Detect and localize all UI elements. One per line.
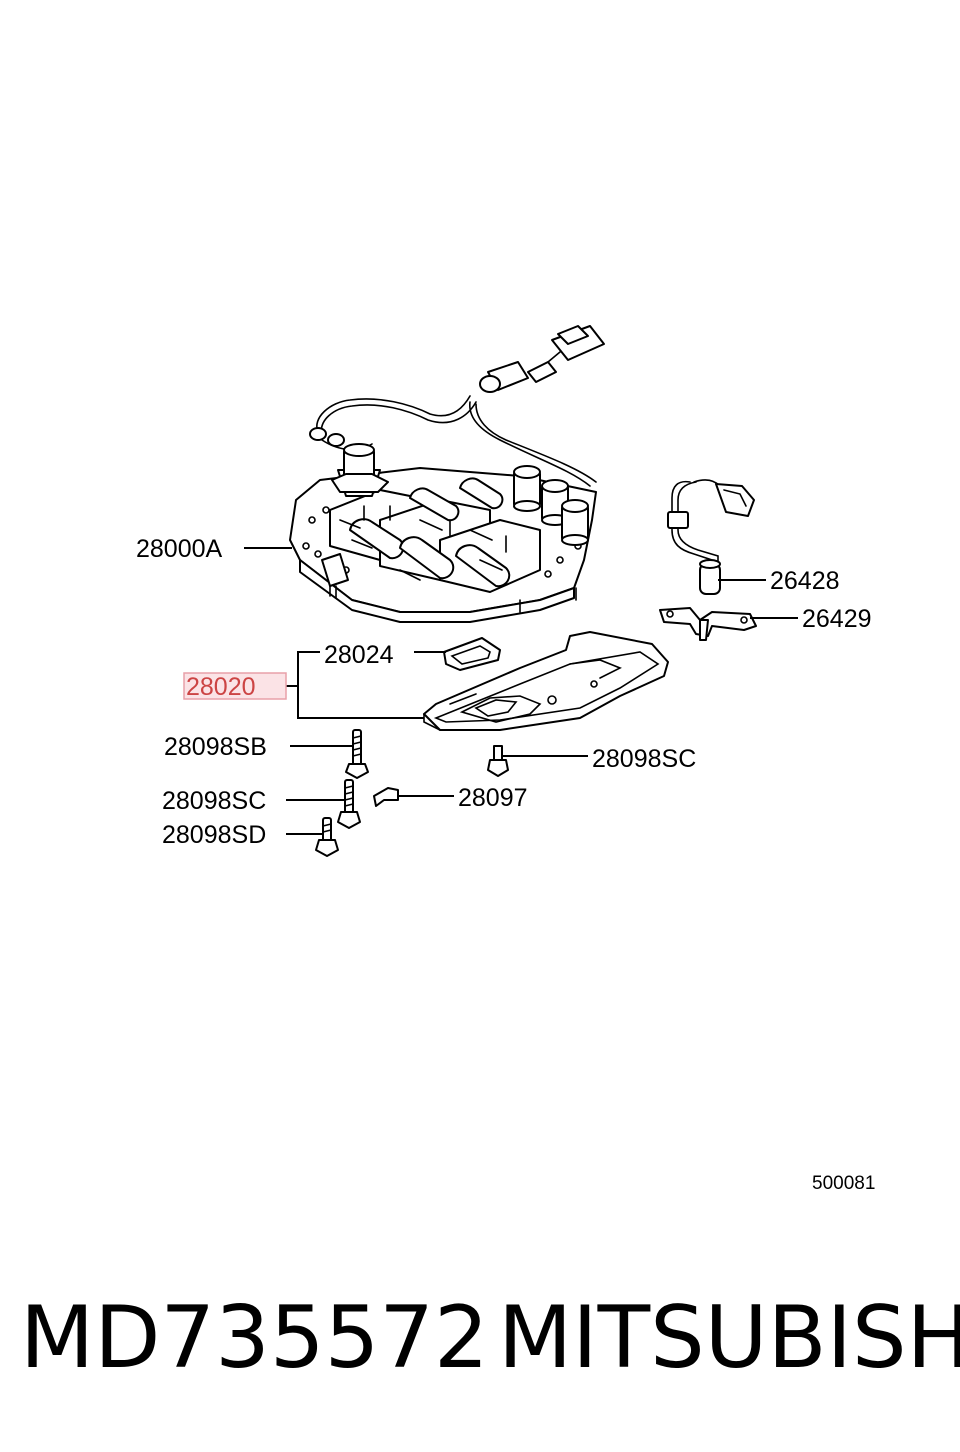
leader-lines — [244, 547, 798, 835]
diagram-code: 500081 — [812, 1173, 875, 1194]
sensor-drawing — [667, 479, 755, 595]
part-number: MD735572 — [20, 1288, 489, 1388]
label-clip: 28097 — [458, 784, 528, 812]
bolt-sc-left-drawing — [337, 779, 361, 829]
label-valve-body: 28000A — [136, 535, 223, 563]
bolt-sd-drawing — [315, 817, 339, 857]
clip-drawing — [373, 787, 399, 807]
label-gasket: 28024 — [324, 641, 394, 669]
label-bolt-sc-left: 28098SC — [162, 787, 266, 815]
highlight-box — [183, 672, 287, 700]
brand-name: MITSUBISHI — [498, 1288, 960, 1388]
valve-body-drawing — [289, 325, 605, 623]
gasket-drawing — [443, 637, 501, 671]
label-bolt-sb: 28098SB — [164, 733, 267, 761]
oil-filter-drawing — [423, 631, 669, 731]
label-filter[interactable]: 28020 — [186, 673, 256, 701]
label-sensor-bracket: 26429 — [802, 605, 872, 633]
label-sensor: 26428 — [770, 567, 840, 595]
bolt-sc-right-drawing — [487, 745, 509, 777]
label-bolt-sd: 28098SD — [162, 821, 266, 849]
bolt-sb-drawing — [345, 729, 369, 779]
label-bolt-sc-right: 28098SC — [592, 745, 696, 773]
sensor-bracket-drawing — [659, 607, 757, 641]
